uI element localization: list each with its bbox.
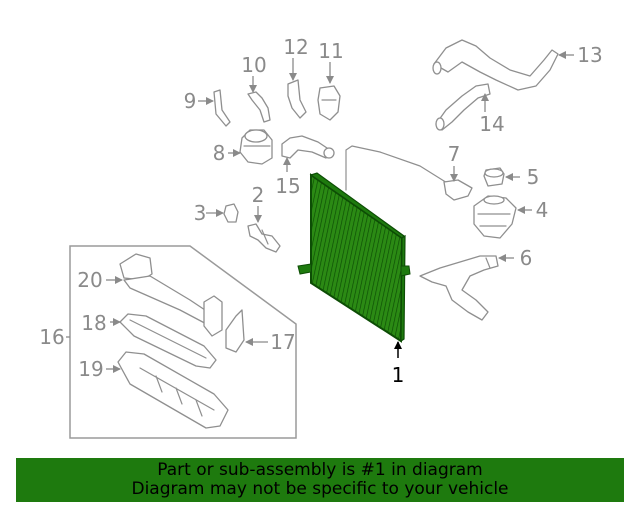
callout-16: 16 xyxy=(39,325,64,349)
callout-4: 4 xyxy=(536,198,549,222)
tray-part-19[interactable] xyxy=(117,351,229,429)
bracket-part-12[interactable] xyxy=(287,79,307,119)
info-banner: Part or sub-assembly is #1 in diagram Di… xyxy=(16,458,624,502)
callout-9: 9 xyxy=(184,89,197,113)
lower-hose-part-6[interactable] xyxy=(419,255,499,321)
radiator-part-1[interactable] xyxy=(297,172,411,343)
callout-15: 15 xyxy=(275,174,300,198)
bracket-part-17[interactable] xyxy=(203,295,245,353)
valve-part-11[interactable] xyxy=(317,85,341,121)
callout-13: 13 xyxy=(577,43,602,67)
callout-10: 10 xyxy=(241,53,266,77)
callout-1: 1 xyxy=(392,363,405,387)
fitting-part-3[interactable] xyxy=(223,203,239,223)
hose-part-14[interactable] xyxy=(435,83,491,131)
pump-part-8[interactable] xyxy=(239,129,273,165)
leader-lines xyxy=(66,51,574,373)
callout-19: 19 xyxy=(78,357,103,381)
callout-17: 17 xyxy=(270,330,295,354)
callout-12: 12 xyxy=(283,35,308,59)
bracket-part-9[interactable] xyxy=(213,89,231,127)
expansion-tank-part-4[interactable] xyxy=(473,195,517,239)
callout-5: 5 xyxy=(527,165,540,189)
banner-line-2: Diagram may not be specific to your vehi… xyxy=(131,479,509,499)
cap-part-5[interactable] xyxy=(483,167,505,187)
callout-2: 2 xyxy=(252,183,265,207)
hose-part-10[interactable] xyxy=(247,91,271,123)
upper-hose-part-13[interactable] xyxy=(432,39,559,91)
fitting-part-15[interactable] xyxy=(281,135,335,159)
callout-7: 7 xyxy=(448,142,461,166)
callout-14: 14 xyxy=(479,112,504,136)
callout-11: 11 xyxy=(318,39,343,63)
callout-6: 6 xyxy=(520,246,533,270)
callout-3: 3 xyxy=(194,201,207,225)
cooler-part-18[interactable] xyxy=(119,313,217,369)
callout-8: 8 xyxy=(213,141,226,165)
pipe-part-7[interactable] xyxy=(345,145,473,201)
hose-part-2[interactable] xyxy=(247,223,281,253)
callout-20: 20 xyxy=(77,268,102,292)
callout-labels: 1 2 3 4 5 6 7 8 9 10 11 12 13 14 15 16 1… xyxy=(39,35,602,387)
parts-diagram: 1 2 3 4 5 6 7 8 9 10 11 12 13 14 15 16 1… xyxy=(39,35,603,439)
banner-line-1: Part or sub-assembly is #1 in diagram xyxy=(157,460,483,480)
callout-18: 18 xyxy=(81,311,106,335)
